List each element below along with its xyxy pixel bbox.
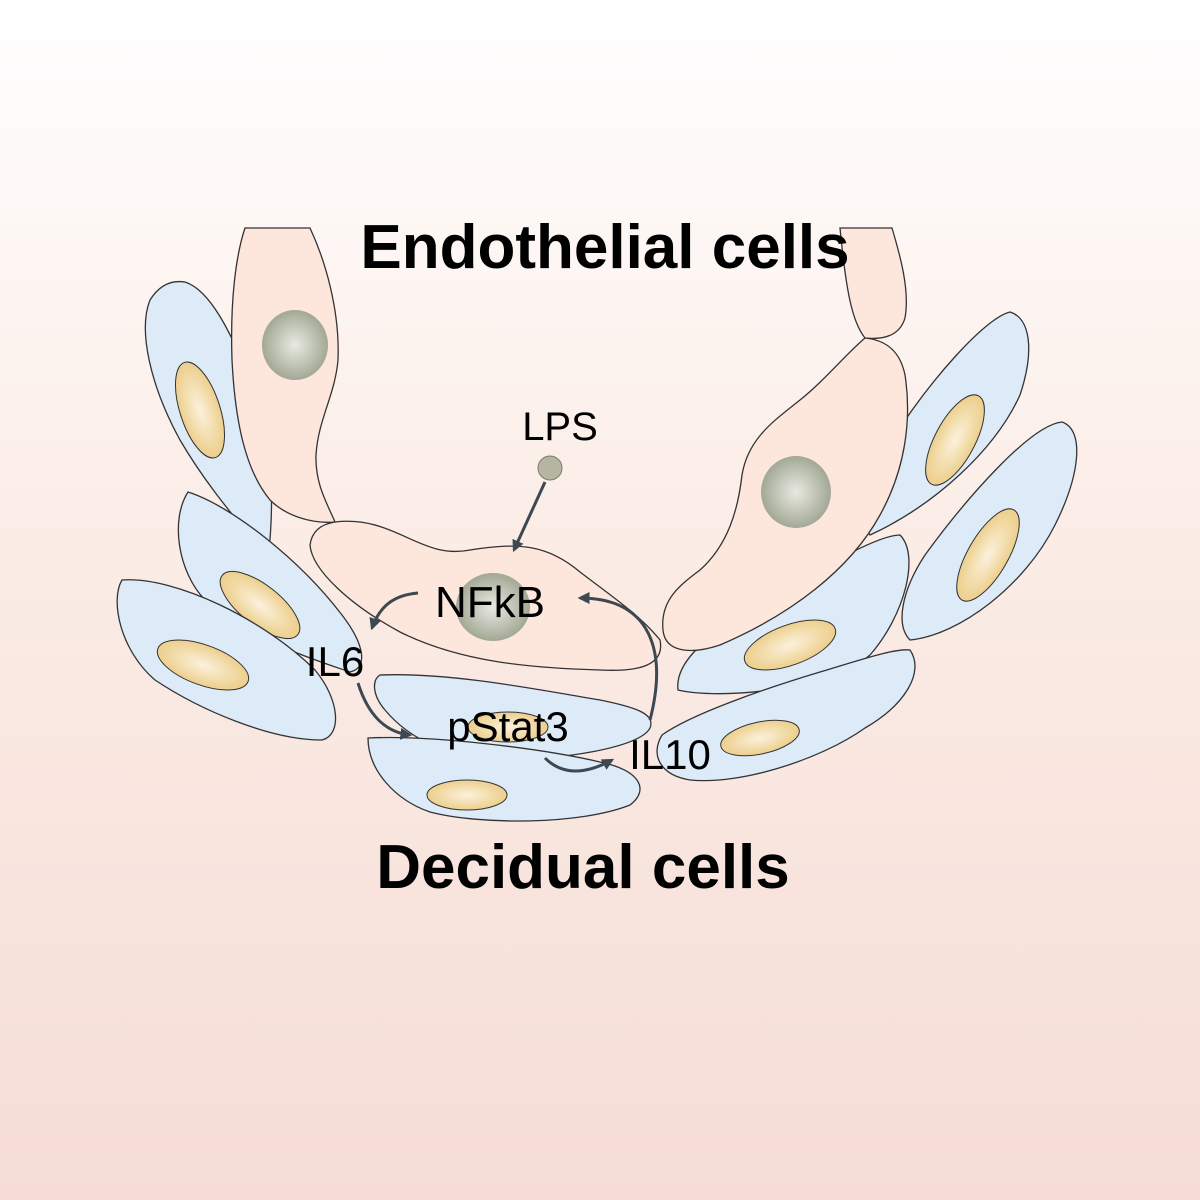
pstat3-to-il10-arrow	[543, 756, 615, 773]
label-il10: IL10	[629, 731, 711, 778]
label-il6: IL6	[306, 638, 364, 685]
label-pstat3: pStat3	[447, 703, 568, 750]
il6-to-pstat3-arrow	[356, 682, 413, 740]
endothelial-cell	[662, 337, 909, 652]
decidual-cell	[901, 421, 1078, 641]
label-lps: LPS	[522, 405, 598, 449]
label-nfkb: NFkB	[435, 578, 545, 627]
decidual-cell	[373, 674, 652, 761]
endothelial-cell	[839, 227, 907, 340]
decidual-cell	[367, 736, 641, 822]
lps-particle-icon	[537, 455, 563, 481]
endothelial-cell	[230, 227, 339, 523]
decidual-cell	[177, 491, 363, 673]
decidual-cell	[677, 534, 910, 695]
title-decidual-cells: Decidual cells	[376, 833, 790, 902]
decidual-cell	[116, 579, 337, 741]
nfkb-to-il6-arrow	[369, 591, 419, 631]
title-endothelial-cells: Endothelial cells	[360, 213, 849, 282]
lps-to-nfkb-arrow	[512, 481, 547, 553]
il10-to-nfkb-arrow	[577, 592, 658, 721]
decidual-cell	[656, 649, 916, 782]
endothelial-cell	[309, 520, 662, 671]
decidual-cell	[864, 311, 1030, 536]
